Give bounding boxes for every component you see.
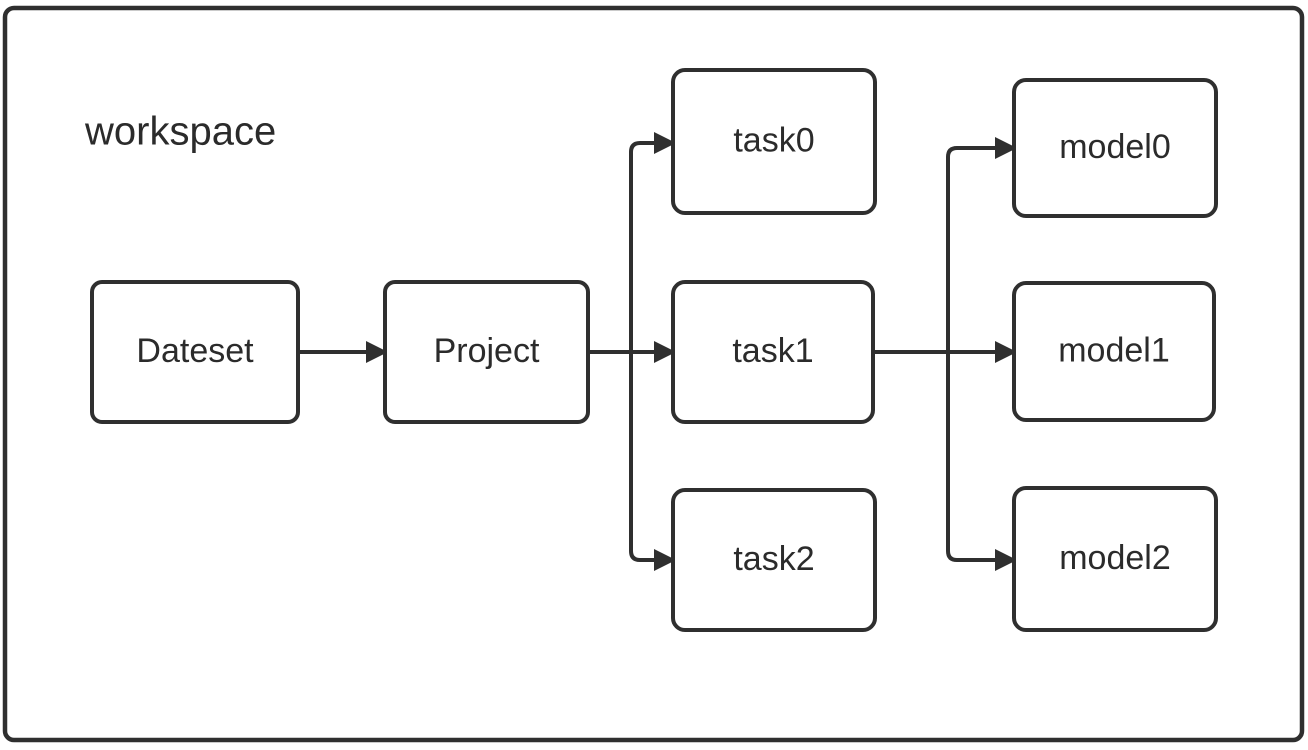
- arrow-head-icon: [995, 137, 1017, 159]
- node-label: task1: [732, 332, 813, 370]
- edge-project-to-task2: [629, 352, 676, 571]
- node-box: [671, 488, 877, 632]
- nodes-layer: Dateset Project task0 task1 task2 model0 model…: [90, 68, 1218, 632]
- edge-line: [946, 352, 995, 562]
- node-box: [671, 280, 875, 424]
- node-label: task2: [733, 540, 814, 578]
- node-label: model0: [1059, 128, 1171, 166]
- node-label: Dateset: [136, 332, 254, 370]
- edge-line: [946, 146, 995, 352]
- node-box: [383, 280, 590, 424]
- edge-task1-to-model1: [873, 341, 1017, 363]
- workspace-container: [2, 5, 1305, 743]
- edge-line: [629, 352, 654, 562]
- node-box: [671, 68, 877, 215]
- arrow-head-icon: [654, 341, 676, 363]
- workspace-title: workspace: [84, 110, 276, 154]
- node-box: [1012, 281, 1216, 422]
- node-task2[interactable]: task2: [671, 488, 877, 632]
- node-label: task0: [733, 121, 814, 159]
- node-model1[interactable]: model1: [1012, 281, 1216, 422]
- node-box: [90, 280, 300, 424]
- node-label: model1: [1058, 331, 1170, 369]
- arrow-head-icon: [654, 549, 676, 571]
- edge-project-to-task1: [588, 341, 676, 363]
- edge-line: [629, 141, 654, 352]
- edge-task1-to-model2: [946, 352, 1017, 571]
- node-label: model2: [1059, 539, 1171, 577]
- node-box: [1012, 486, 1218, 632]
- arrow-head-icon: [995, 341, 1017, 363]
- arrow-head-icon: [366, 341, 388, 363]
- edges-layer: [298, 132, 1017, 571]
- node-box: [1012, 78, 1218, 218]
- node-task1[interactable]: task1: [671, 280, 875, 424]
- arrow-head-icon: [654, 132, 676, 154]
- edge-task1-to-model0: [946, 137, 1017, 352]
- node-task0[interactable]: task0: [671, 68, 877, 215]
- edge-dateset-to-project: [298, 341, 388, 363]
- arrow-head-icon: [995, 549, 1017, 571]
- node-label: Project: [434, 332, 540, 370]
- node-model0[interactable]: model0: [1012, 78, 1218, 218]
- node-dateset[interactable]: Dateset: [90, 280, 300, 424]
- node-model2[interactable]: model2: [1012, 486, 1218, 632]
- node-project[interactable]: Project: [383, 280, 590, 424]
- edge-project-to-task0: [629, 132, 676, 352]
